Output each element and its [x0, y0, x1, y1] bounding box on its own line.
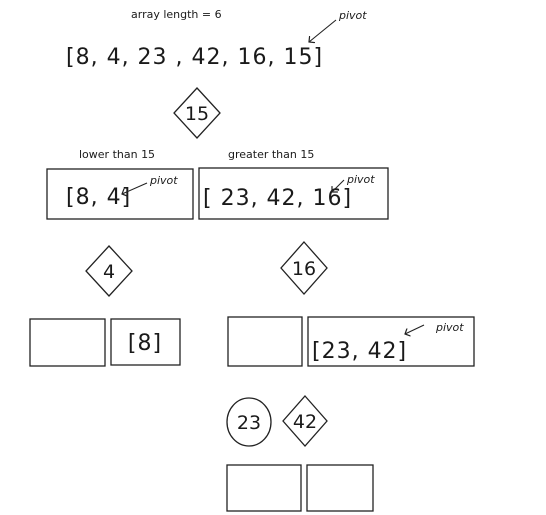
greater-caption: greater than 15	[228, 148, 314, 161]
pivot-value-16: 16	[292, 258, 316, 280]
level3-left-empty-box	[226, 464, 302, 512]
greater-pivot-label: pivot	[346, 173, 375, 186]
lower-partition-box	[46, 168, 194, 220]
level3-right-empty-box	[306, 464, 374, 512]
lower-array: [8, 4]	[66, 185, 131, 210]
lower-caption: lower than 15	[79, 148, 155, 161]
circle-value-23: 23	[237, 412, 261, 434]
array-length-caption: array length = 6	[131, 8, 222, 21]
level2-right-array: [23, 42]	[312, 339, 407, 364]
level2-left-box-8	[110, 318, 181, 366]
pivot-diamond-16: 16	[280, 241, 328, 295]
pivot-value-15: 15	[185, 103, 209, 125]
level2-right-box	[307, 316, 475, 367]
pivot-label-top: pivot	[338, 9, 367, 22]
pivot-value-4: 4	[103, 261, 115, 283]
pivot-diamond-4: 4	[85, 245, 133, 297]
lower-pivot-label: pivot	[149, 174, 178, 187]
pivot-diamond-42: 42	[282, 395, 328, 447]
initial-array: [8, 4, 23 , 42, 16, 15]	[66, 45, 323, 70]
lower-pivot-arrow	[122, 182, 148, 194]
greater-array: [ 23, 42, 16]	[203, 186, 352, 211]
greater-partition-box	[198, 167, 389, 220]
greater-pivot-arrow	[332, 179, 345, 192]
level2-right-pivot-label: pivot	[435, 321, 464, 334]
pivot-arrow-top	[309, 19, 337, 42]
level2-right-pivot-arrow	[405, 324, 425, 334]
pivot-value-42: 42	[293, 411, 317, 433]
level2-left-empty-box	[29, 318, 106, 367]
circle-23: 23	[226, 397, 272, 447]
pivot-diamond-15: 15	[173, 87, 221, 139]
level2-right-empty-box	[227, 316, 303, 367]
level2-left-value-8: [8]	[128, 331, 162, 356]
